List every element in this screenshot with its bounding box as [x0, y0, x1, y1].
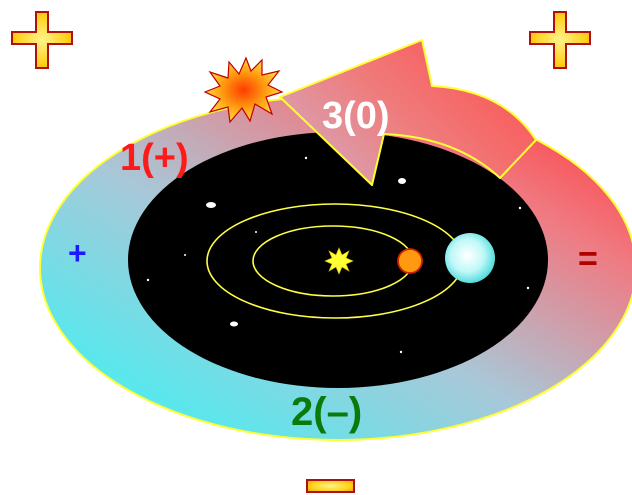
phase-1-label: 1(+)	[120, 137, 189, 179]
equals-symbol: =	[578, 240, 598, 278]
planet-large	[445, 233, 495, 283]
phase-2-label: 2(–)	[291, 390, 362, 434]
explosion-icon	[203, 56, 284, 124]
plus-symbol: +	[68, 235, 87, 271]
minus-sign-icon	[306, 479, 355, 493]
planet-small	[397, 248, 423, 274]
plus-sign-icon	[11, 11, 73, 69]
phase-3-label: 3(0)	[322, 95, 390, 137]
stars	[146, 156, 530, 354]
star-icon	[324, 247, 354, 275]
cycle-arrow	[279, 39, 537, 186]
plus-sign-icon-right	[529, 11, 591, 69]
